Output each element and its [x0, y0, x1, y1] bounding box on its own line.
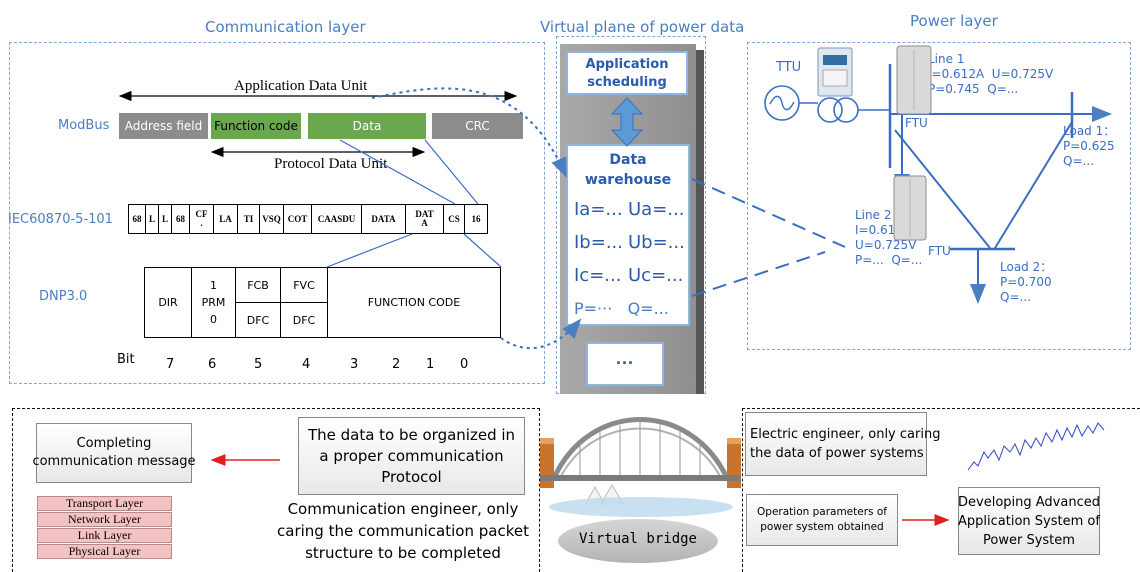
iec-cell: COT — [284, 205, 312, 233]
communication-engineer-note: Communication engineer, only caring the … — [277, 500, 529, 562]
data-warehouse-box — [566, 144, 690, 326]
warehouse-voltage-a: Ua=... — [628, 199, 685, 220]
load2-info: Load 2： P=0.700 Q=... — [1000, 260, 1053, 304]
dnp-function-code: FUNCTION CODE — [327, 267, 501, 338]
power-layer-title: Power layer — [910, 12, 998, 30]
virtual-more-box: ··· — [586, 342, 664, 386]
completing-message-box: Completing communication message — [32, 423, 196, 483]
iec-cell: DAT A — [406, 205, 444, 233]
operation-params-box: Operation parameters of power system obt… — [746, 494, 898, 546]
virtual-plane-title: Virtual plane of power data — [540, 18, 745, 36]
iec-cell: 68 — [129, 205, 146, 233]
iec-cell: TI — [238, 205, 260, 233]
ttu-label: TTU — [776, 60, 802, 75]
iec-cell: L — [159, 205, 172, 233]
iec-label: IEC60870-5-101 — [8, 212, 113, 227]
modbus-address-field: Address field — [119, 113, 208, 139]
warehouse-current-b: Ib=... — [574, 232, 623, 253]
dnp-dir: DIR — [144, 267, 192, 338]
osi-transport-layer: Transport Layer — [37, 496, 172, 511]
organized-data-box: The data to be organized in a proper com… — [298, 417, 525, 495]
iec-cell: 16 — [471, 213, 481, 224]
bit-number: 6 — [208, 357, 217, 372]
osi-network-layer: Network Layer — [37, 512, 172, 527]
line1-info: Line 1 I=0.612A U=0.725V P=0.745 Q=... — [928, 52, 1053, 97]
bridge-icon — [540, 417, 741, 517]
iec-cell: CS — [444, 205, 465, 233]
warehouse-voltage-c: Uc=... — [628, 265, 684, 286]
communication-layer-title: Communication layer — [205, 18, 366, 36]
modbus-crc-label: CRC — [465, 119, 490, 133]
modbus-label: ModBus — [58, 118, 110, 133]
pdu-label: Protocol Data Unit — [274, 156, 388, 172]
electric-engineer-box: Electric engineer, only caring the data … — [745, 412, 940, 476]
iec-frame-table: 68 L L 68 CF . LA TI VSQ COT CAASDU DATA… — [128, 204, 488, 234]
iec-cell: VSQ — [260, 205, 284, 233]
bit-number: 2 — [392, 357, 401, 372]
iec-cell: DATA — [362, 205, 406, 233]
iec-cell: CAASDU — [312, 205, 362, 233]
virtual-bridge-label: Virtual bridge — [578, 531, 697, 547]
dnp-dfc-1: DFC — [235, 302, 281, 338]
bit-number: 3 — [350, 357, 359, 372]
dnp-fcb: FCB — [235, 267, 281, 303]
dnp-fvc: FVC — [280, 267, 328, 303]
modbus-data-label: Data — [352, 119, 382, 133]
adu-label: Application Data Unit — [234, 78, 368, 94]
communication-layer-frame — [9, 42, 545, 384]
modbus-crc: CRC — [432, 113, 523, 139]
modbus-function-code: Function code — [211, 113, 301, 139]
bit-label: Bit — [117, 352, 135, 367]
modbus-function-label: Function code — [214, 119, 298, 133]
osi-link-layer: Link Layer — [37, 528, 172, 543]
line1-text: Line 1 I=0.612A U=0.725V P=0.745 Q=... — [928, 52, 1054, 96]
warehouse-current-a: Ia=... — [574, 199, 623, 220]
electric-engineer-frame — [742, 408, 1140, 572]
dnp-prm: 1 PRM 0 — [191, 267, 236, 338]
load1-info: Load 1： P=0.625 Q=... — [1063, 124, 1116, 168]
data-warehouse-title: Data warehouse — [584, 152, 672, 188]
bit-number: 5 — [254, 357, 263, 372]
warehouse-pq: P=··· Q=... — [574, 299, 669, 318]
bit-number: 4 — [302, 357, 311, 372]
dnp-dfc-2: DFC — [280, 302, 328, 338]
ftu1-label: FTU — [905, 116, 928, 130]
iec-cell: CF . — [190, 205, 214, 233]
communication-engineer-frame — [12, 408, 540, 572]
iec-cell: 68 — [172, 205, 190, 233]
iec-cell: LA — [214, 205, 238, 233]
modbus-data: Data — [308, 113, 426, 139]
iec-cell: L — [146, 205, 159, 233]
osi-physical-layer: Physical Layer — [37, 544, 172, 559]
warehouse-current-c: Ic=... — [574, 265, 622, 286]
dnp-label: DNP3.0 — [39, 289, 88, 304]
bit-number: 7 — [166, 357, 175, 372]
virtual-pillar-side — [696, 50, 704, 394]
virtual-bridge-ellipse — [558, 519, 718, 563]
bit-number: 0 — [460, 357, 469, 372]
line2-info: Line 2 I=0.612A U=0.725V P=... Q=... — [855, 208, 923, 267]
developing-system-box: Developing Advanced Application System o… — [958, 487, 1100, 555]
warehouse-voltage-b: Ub=... — [628, 232, 685, 253]
application-scheduling-box: Application scheduling — [566, 51, 688, 95]
modbus-address-label: Address field — [124, 119, 203, 133]
ftu2-label: FTU — [928, 244, 951, 258]
bit-number: 1 — [426, 357, 435, 372]
